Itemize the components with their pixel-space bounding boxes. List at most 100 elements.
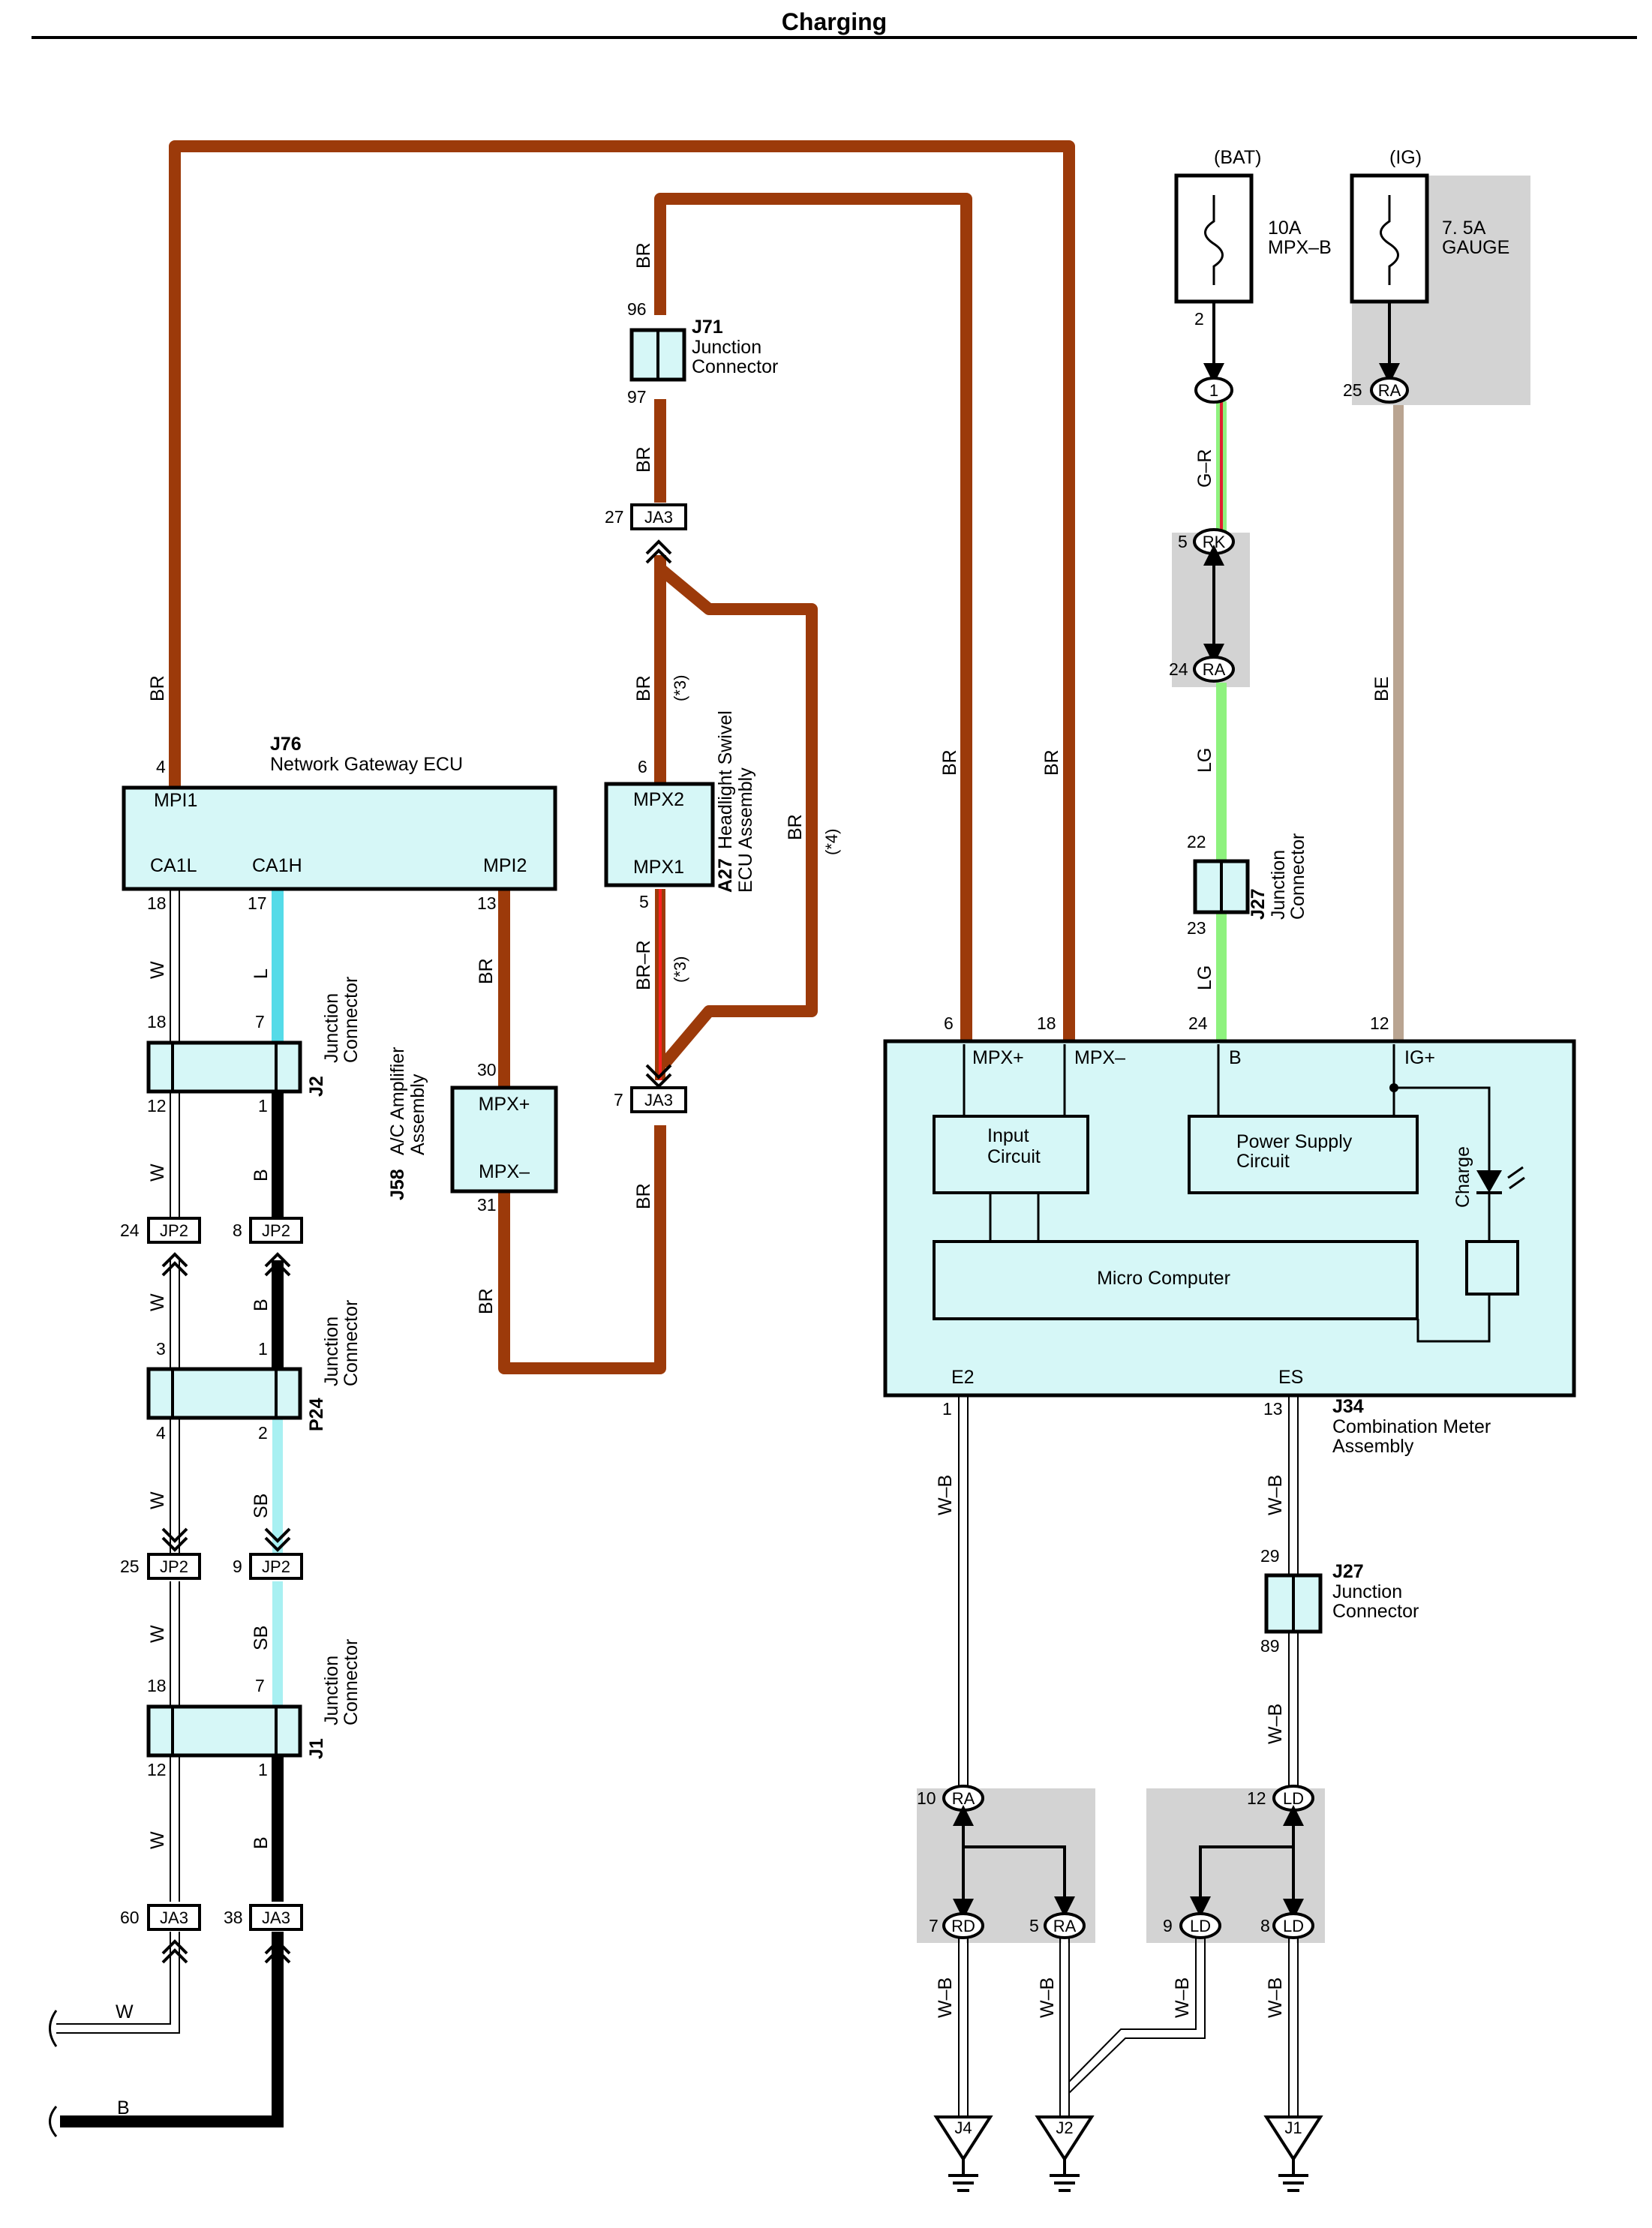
svg-text:GAUGE: GAUGE [1442, 237, 1509, 258]
svg-text:BE: BE [1371, 677, 1392, 701]
svg-text:96: 96 [627, 299, 647, 319]
svg-text:7: 7 [929, 1916, 939, 1935]
svg-text:4: 4 [156, 757, 166, 776]
svg-text:RA: RA [1203, 660, 1226, 679]
svg-text:13: 13 [1263, 1399, 1283, 1419]
wire-break-w [49, 2010, 58, 2047]
page-title: Charging [782, 8, 887, 35]
svg-text:B: B [251, 1836, 272, 1849]
svg-text:24: 24 [1169, 659, 1188, 679]
rk-ra-inline: RK 5 RA 24 [1169, 528, 1235, 683]
wire-label-w-bottom: W [116, 2001, 134, 2022]
svg-text:60: 60 [120, 1908, 140, 1927]
svg-text:Assembly: Assembly [1332, 1436, 1414, 1457]
svg-text:24: 24 [1188, 1013, 1208, 1033]
svg-text:29: 29 [1260, 1546, 1280, 1566]
svg-text:12: 12 [1370, 1013, 1389, 1033]
svg-text:Connector: Connector [341, 977, 362, 1063]
svg-text:23: 23 [1187, 918, 1206, 938]
svg-text:W: W [147, 1625, 168, 1643]
svg-text:Circuit: Circuit [987, 1146, 1041, 1167]
svg-text:J76: J76 [270, 734, 302, 755]
svg-text:ECU Assembly: ECU Assembly [735, 767, 756, 893]
svg-text:Input: Input [987, 1125, 1029, 1146]
j76-network-gateway-ecu: J76 Network Gateway ECU MPI1 CA1L CA1H M… [122, 734, 557, 913]
w-wires [56, 889, 180, 2034]
svg-text:Headlight Swivel: Headlight Swivel [715, 710, 736, 849]
svg-text:CA1L: CA1L [150, 855, 197, 876]
svg-text:5: 5 [639, 892, 649, 911]
svg-text:2: 2 [258, 1423, 268, 1443]
ld-splice: LD 12 LD 9 LD 8 [1163, 1785, 1314, 1939]
svg-text:Junction: Junction [692, 337, 761, 358]
svg-text:38: 38 [224, 1908, 243, 1927]
svg-text:W: W [147, 1491, 168, 1509]
svg-text:ES: ES [1278, 1367, 1303, 1388]
j58-ac-amplifier: MPX+ MPX– 30 31 J58 A/C Amplifier Assemb… [387, 1047, 558, 1215]
svg-text:6: 6 [944, 1013, 954, 1033]
w-b-wires [958, 1395, 1299, 2115]
svg-text:25: 25 [120, 1557, 140, 1576]
svg-text:W: W [147, 1293, 168, 1311]
b-wires [60, 1091, 284, 2127]
svg-text:89: 89 [1260, 1636, 1280, 1656]
svg-text:Combination Meter: Combination Meter [1332, 1416, 1491, 1437]
svg-text:3: 3 [156, 1339, 166, 1359]
svg-text:RD: RD [951, 1917, 975, 1935]
svg-text:L: L [251, 968, 272, 979]
svg-text:1: 1 [942, 1399, 952, 1419]
svg-text:BR: BR [633, 1183, 654, 1209]
svg-text:8: 8 [1260, 1916, 1270, 1935]
ground-j1: J1 [1263, 2115, 1323, 2192]
svg-text:18: 18 [147, 893, 167, 913]
svg-text:Micro Computer: Micro Computer [1097, 1268, 1230, 1289]
j1-junction-connector: 18 7 12 1 J1 Junction Connector [146, 1639, 362, 1779]
connector-1 [1194, 377, 1233, 404]
svg-text:10A: 10A [1268, 218, 1302, 239]
ground-j2: J2 [1035, 2115, 1095, 2192]
svg-text:2: 2 [1194, 309, 1204, 329]
svg-text:Connector: Connector [1332, 1601, 1419, 1622]
a27-headlight-swivel-ecu: MPX2 MPX1 6 5 A27 Headlight Swivel ECU A… [604, 710, 756, 911]
svg-text:B: B [1229, 1047, 1242, 1068]
svg-text:BR: BR [939, 749, 960, 776]
svg-text:1: 1 [258, 1339, 268, 1359]
svg-text:97: 97 [627, 387, 647, 407]
svg-text:30: 30 [477, 1060, 497, 1079]
svg-text:J27: J27 [1248, 888, 1269, 920]
svg-text:12: 12 [147, 1760, 167, 1779]
svg-text:Circuit: Circuit [1236, 1151, 1290, 1172]
svg-text:W–B: W–B [935, 1475, 956, 1515]
svg-text:W–B: W–B [1265, 1475, 1286, 1515]
svg-text:RA: RA [1378, 381, 1401, 400]
svg-text:7. 5A: 7. 5A [1442, 218, 1486, 239]
svg-text:7: 7 [255, 1676, 265, 1695]
svg-text:JP2: JP2 [262, 1557, 290, 1576]
svg-text:J2: J2 [306, 1076, 327, 1097]
svg-text:12: 12 [1247, 1788, 1266, 1808]
svg-text:W–B: W–B [1265, 1704, 1286, 1744]
wire-labels: BR BR BR BR (*3) BR (*4) BR–R (*3) BR BR… [147, 242, 1392, 2018]
svg-text:25: 25 [1343, 380, 1362, 400]
svg-text:SB: SB [251, 1494, 272, 1518]
svg-text:BR: BR [633, 446, 654, 473]
svg-text:J71: J71 [692, 317, 723, 338]
svg-text:J27: J27 [1332, 1561, 1364, 1582]
svg-text:Power Supply: Power Supply [1236, 1131, 1353, 1152]
svg-text:BR: BR [476, 958, 497, 984]
svg-text:(BAT): (BAT) [1214, 147, 1261, 168]
svg-text:8: 8 [233, 1221, 242, 1240]
connector-jp2-24-8: JP2 24 JP2 8 [120, 1217, 303, 1277]
svg-text:J4: J4 [954, 2118, 972, 2137]
svg-text:RK: RK [1203, 533, 1226, 551]
svg-text:1: 1 [258, 1096, 268, 1116]
svg-text:5: 5 [1178, 532, 1188, 551]
svg-text:LD: LD [1190, 1917, 1211, 1935]
svg-text:BR: BR [1041, 749, 1062, 776]
svg-text:MPX–: MPX– [479, 1161, 530, 1182]
svg-text:Charge: Charge [1452, 1146, 1473, 1208]
ground-j4: J4 [933, 2115, 993, 2192]
svg-text:JP2: JP2 [160, 1221, 188, 1240]
svg-text:W–B: W–B [1265, 1977, 1286, 2018]
